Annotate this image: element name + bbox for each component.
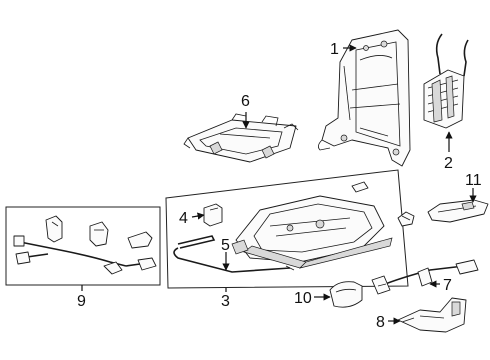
release-cable: [173, 235, 295, 273]
callout-1: 1: [330, 41, 339, 58]
leader-lines: [81, 44, 477, 325]
callout-8: 8: [376, 314, 385, 331]
callout-3: 3: [221, 293, 230, 310]
callout-6: 6: [241, 93, 250, 110]
wiring-harness: [13, 215, 157, 275]
track-clip-right: [397, 211, 415, 227]
callout-10: 10: [294, 290, 312, 307]
harness-bracket: [371, 259, 479, 295]
lumbar-support: [423, 33, 469, 129]
track-group-box: [165, 169, 409, 289]
track-bracket: [203, 203, 223, 227]
callout-4: 4: [179, 210, 188, 227]
callout-5: 5: [221, 237, 230, 254]
side-shield: [427, 199, 489, 223]
harness-group-box: [5, 206, 161, 286]
adjuster-bracket: [397, 297, 467, 333]
callout-7: 7: [443, 277, 452, 294]
callout-9: 9: [77, 293, 86, 310]
callout-11: 11: [465, 172, 482, 189]
track-clip-upper: [351, 181, 369, 193]
side-cover: [329, 281, 363, 308]
callout-2: 2: [444, 155, 453, 172]
seat-cushion-frame: [183, 113, 299, 163]
seatback-frame: [318, 29, 411, 167]
seat-track-frame: [231, 195, 393, 269]
